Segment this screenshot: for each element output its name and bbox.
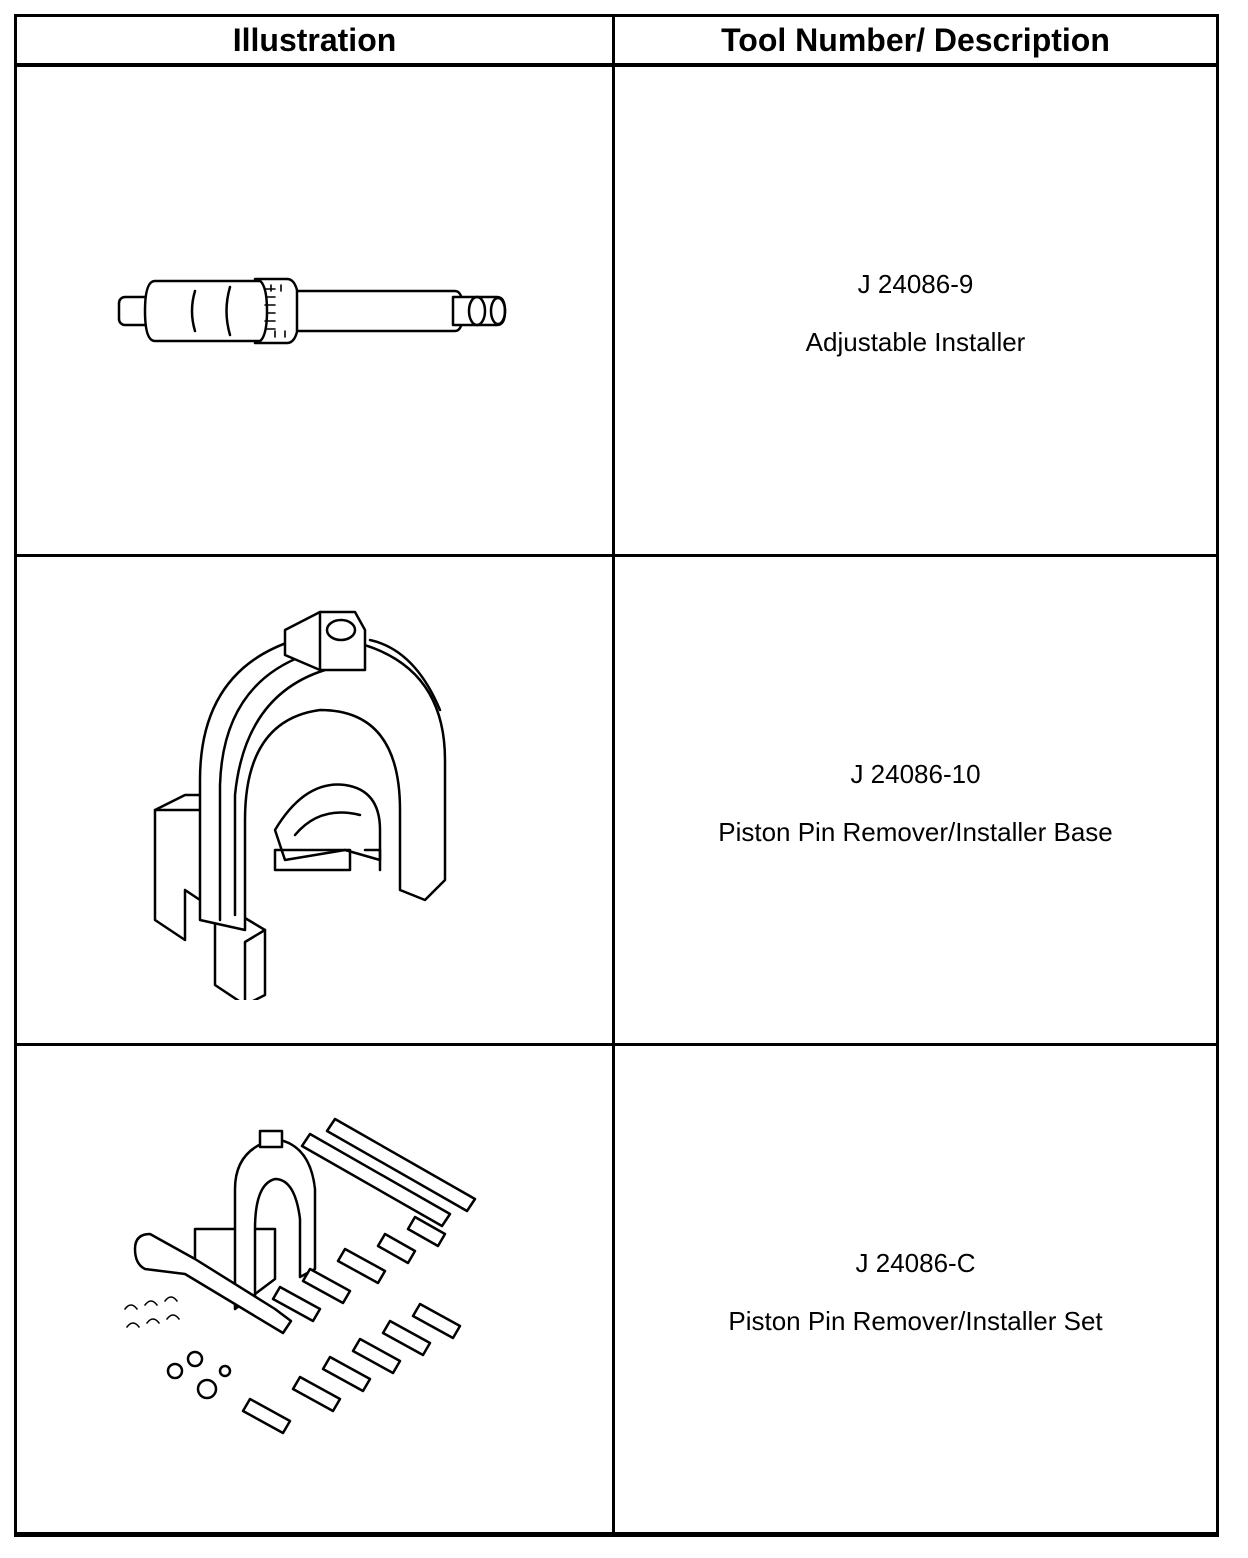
tool-description: Piston Pin Remover/Installer Set — [728, 1305, 1103, 1336]
table-row: J 24086-10 Piston Pin Remover/Installer … — [14, 553, 1219, 1046]
illustration-cell — [14, 553, 615, 1046]
tool-description: Piston Pin Remover/Installer Base — [718, 816, 1113, 847]
table-row: J 24086-C Piston Pin Remover/Installer S… — [14, 1042, 1219, 1538]
tool-table: Illustration Tool Number/ Description — [14, 14, 1219, 1538]
description-cell: J 24086-C Piston Pin Remover/Installer S… — [612, 1042, 1219, 1538]
description-header: Tool Number/ Description — [612, 14, 1219, 68]
table-row: J 24086-9 Adjustable Installer — [14, 63, 1219, 557]
tool-number: J 24086-9 — [857, 269, 974, 300]
tool-number: J 24086-10 — [850, 758, 981, 789]
illustration-header: Illustration — [14, 14, 615, 68]
tool-description: Adjustable Installer — [805, 327, 1026, 358]
description-cell: J 24086-10 Piston Pin Remover/Installer … — [612, 553, 1219, 1046]
description-cell: J 24086-9 Adjustable Installer — [612, 63, 1219, 557]
remover-installer-set-drawing — [123, 1117, 476, 1435]
remover-installer-base-drawing — [153, 610, 446, 1000]
illustration-cell — [14, 1042, 615, 1538]
table-header-row: Illustration Tool Number/ Description — [14, 14, 1219, 68]
tool-number: J 24086-C — [855, 1247, 976, 1278]
illustration-cell — [14, 63, 615, 557]
adjustable-installer-drawing — [117, 277, 506, 344]
